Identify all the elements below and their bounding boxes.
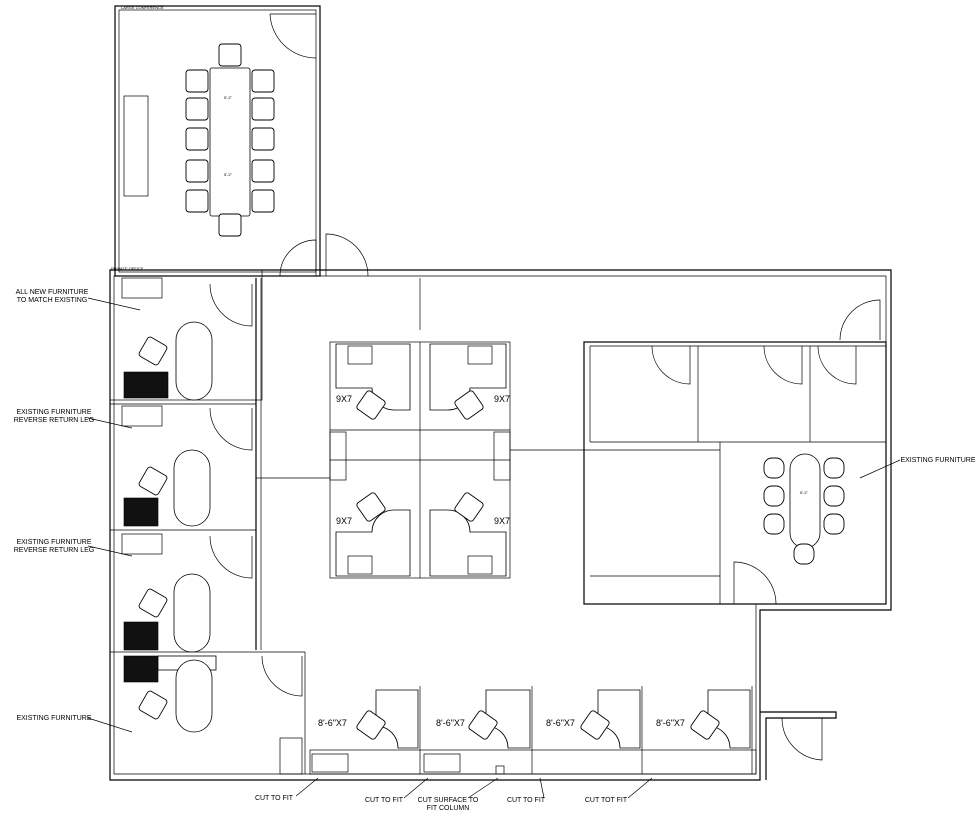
building-walls — [109, 269, 892, 781]
doors — [209, 283, 881, 761]
workstation-label: 9X7 — [494, 394, 510, 404]
door-conference-top — [269, 13, 317, 59]
leader-lines — [87, 297, 901, 799]
table-dimension: 5'-2" — [800, 490, 809, 495]
callout-reverse-2-line2: REVERSE RETURN LEG — [14, 547, 95, 554]
large-conference-room: LARGE CONFERENCE 5'-2" 5'-2" — [114, 5, 369, 277]
workstation-cluster: 9X7 9X7 9X7 9X7 — [329, 341, 511, 579]
table-dimension: 5'-2" — [224, 172, 233, 177]
callout-cut-to-fit-3: CUT TO FIT — [507, 797, 546, 804]
conference-chairs — [185, 43, 275, 237]
door-corridor — [325, 233, 369, 277]
callout-all-new-line1: ALL NEW FURNITURE — [16, 289, 89, 296]
workstation-label: 8'-6"X7 — [436, 718, 465, 728]
small-conference: 5'-2" — [763, 453, 845, 565]
private-offices: PRIVATE OFFICE — [109, 266, 303, 775]
conference-table — [209, 67, 251, 217]
callout-cut-to-fit-1: CUT TO FIT — [255, 795, 294, 802]
callout-reverse-1-line2: REVERSE RETURN LEG — [14, 417, 95, 424]
callout-cut-surface-line2: FIT COLUMN — [427, 805, 470, 812]
room-label-large-conference: LARGE CONFERENCE — [121, 5, 164, 10]
callout-existing-conf: EXISTING FURNITURE — [900, 457, 975, 464]
workstation-row: 8'-6"X7 8'-6"X7 8'-6"X7 8'-6"X7 — [309, 686, 757, 775]
workstation-label: 9X7 — [494, 516, 510, 526]
workstation-label: 9X7 — [336, 516, 352, 526]
workstation-label: 9X7 — [336, 394, 352, 404]
callout-reverse-2-line1: EXISTING FURNITURE — [16, 539, 91, 546]
workstation-label: 8'-6"X7 — [546, 718, 575, 728]
callout-cut-surface-line1: CUT SURFACE TO — [418, 797, 479, 804]
callout-existing-office: EXISTING FURNITURE — [16, 715, 91, 722]
round-table — [789, 453, 821, 549]
callout-reverse-1-line1: EXISTING FURNITURE — [16, 409, 91, 416]
callout-cut-to-fit-2: CUT TO FIT — [365, 797, 404, 804]
workstation-label: 8'-6"X7 — [656, 718, 685, 728]
table-dimension: 5'-2" — [224, 95, 233, 100]
door-conference-bottom — [279, 239, 317, 277]
credenza — [123, 95, 149, 197]
callout-all-new-line2: TO MATCH EXISTING — [17, 297, 88, 304]
room-label-private-office: PRIVATE OFFICE — [111, 266, 144, 271]
callout-cut-tot-fit: CUT TOT FIT — [585, 797, 628, 804]
workstation-label: 8'-6"X7 — [318, 718, 347, 728]
callouts: ALL NEW FURNITURE TO MATCH EXISTING EXIS… — [14, 289, 976, 812]
